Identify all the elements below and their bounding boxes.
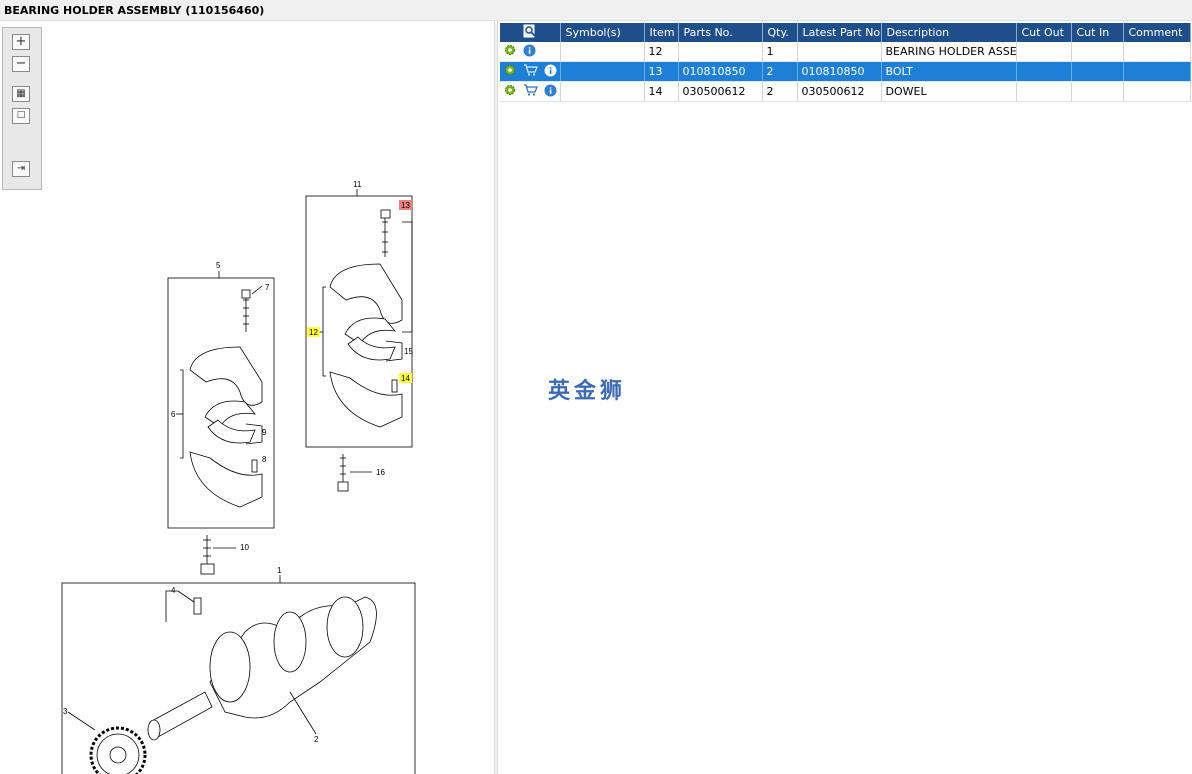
parts-table: Symbol(s) Item Parts No. Qty. Latest Par… xyxy=(500,23,1191,102)
column-header-tools[interactable] xyxy=(500,23,561,42)
cell-cut-in xyxy=(1071,42,1124,62)
callout-14[interactable]: 14 xyxy=(401,374,410,383)
actual-size-icon[interactable]: □ xyxy=(12,108,30,124)
row-actions xyxy=(500,81,561,102)
export-icon[interactable]: ⇥ xyxy=(12,161,30,177)
cell-item: 13 xyxy=(644,61,679,82)
callout-2: 2 xyxy=(314,735,319,744)
cell-description: DOWEL xyxy=(881,81,1017,102)
table-row[interactable]: 12 1 BEARING HOLDER ASSEMBLY xyxy=(500,42,1191,62)
cell-cut-in xyxy=(1071,81,1124,102)
gear-3[interactable] xyxy=(67,711,147,774)
cell-symbols xyxy=(560,81,645,102)
cell-qty: 2 xyxy=(762,81,798,102)
bolt-10[interactable] xyxy=(200,535,236,575)
bolt-13[interactable] xyxy=(380,209,391,257)
zoom-in-icon[interactable]: + xyxy=(12,34,30,50)
cell-latest-part-no xyxy=(797,42,882,62)
cell-item: 12 xyxy=(644,42,679,62)
cell-parts-no: 010810850 xyxy=(678,61,763,82)
info-icon[interactable] xyxy=(544,64,557,80)
cell-symbols xyxy=(560,42,645,62)
callout-12-highlight[interactable] xyxy=(307,327,320,337)
group-box-1 xyxy=(61,582,416,774)
window-title: BEARING HOLDER ASSEMBLY (110156460) xyxy=(4,4,265,17)
group-box-5 xyxy=(167,277,275,529)
info-icon[interactable] xyxy=(544,84,557,100)
cell-cut-out xyxy=(1016,42,1072,62)
cart-icon[interactable] xyxy=(523,64,538,79)
callout-7: 7 xyxy=(265,283,270,292)
column-header-latest-part-no[interactable]: Latest Part No. xyxy=(797,23,882,42)
row-actions xyxy=(500,61,561,82)
callout-14-highlight[interactable] xyxy=(399,373,412,383)
column-header-cut-in[interactable]: Cut In xyxy=(1071,23,1124,42)
crankshaft[interactable] xyxy=(147,596,377,741)
callout-11: 11 xyxy=(353,180,362,189)
info-icon[interactable] xyxy=(523,44,536,60)
settings-gear-icon[interactable] xyxy=(504,44,516,59)
column-header-qty[interactable]: Qty. xyxy=(762,23,798,42)
cell-comment xyxy=(1123,42,1191,62)
cell-cut-out xyxy=(1016,81,1072,102)
column-header-comment[interactable]: Comment xyxy=(1123,23,1191,42)
watermark-text: 英金狮 xyxy=(548,379,627,404)
callout-6: 6 xyxy=(171,410,176,419)
column-header-item[interactable]: Item xyxy=(644,23,679,42)
settings-gear-icon[interactable] xyxy=(504,84,516,99)
cell-cut-in xyxy=(1071,61,1124,82)
callout-13[interactable]: 13 xyxy=(401,201,410,210)
callout-12[interactable]: 12 xyxy=(309,328,318,337)
cell-latest-part-no: 030500612 xyxy=(797,81,882,102)
pane-splitter[interactable] xyxy=(494,21,498,774)
cell-parts-no: 030500612 xyxy=(678,81,763,102)
cell-comment xyxy=(1123,81,1191,102)
callout-16: 16 xyxy=(376,468,385,477)
cell-symbols xyxy=(560,61,645,82)
cell-item: 14 xyxy=(644,81,679,102)
column-header-symbols[interactable]: Symbol(s) xyxy=(560,23,645,42)
drawing-pane[interactable]: 5 11 7 6 9 8 15 16 10 1 4 3 2 13 12 14 +… xyxy=(0,21,494,774)
callout-10: 10 xyxy=(240,543,249,552)
callout-3: 3 xyxy=(63,707,68,716)
cell-description: BOLT xyxy=(881,61,1017,82)
cell-cut-out xyxy=(1016,61,1072,82)
bearing-holder-lower[interactable] xyxy=(189,451,263,508)
bearing-cap-upper[interactable] xyxy=(189,346,263,406)
zoom-out-icon[interactable]: − xyxy=(12,56,30,72)
column-header-cut-out[interactable]: Cut Out xyxy=(1016,23,1072,42)
callout-13-highlight[interactable] xyxy=(399,200,412,210)
bolt-16[interactable] xyxy=(337,454,372,492)
settings-gear-icon[interactable] xyxy=(504,64,516,79)
column-header-parts-no[interactable]: Parts No. xyxy=(678,23,763,42)
callout-labels: 5 11 7 6 9 8 15 16 10 1 4 3 2 xyxy=(63,180,413,744)
callout-5: 5 xyxy=(216,261,221,270)
cell-latest-part-no: 010810850 xyxy=(797,61,882,82)
row-actions xyxy=(500,42,561,62)
column-header-description[interactable]: Description xyxy=(881,23,1017,42)
cell-qty: 1 xyxy=(762,42,798,62)
dowel-4[interactable] xyxy=(193,597,202,615)
search-part-icon[interactable] xyxy=(522,24,538,38)
cart-icon[interactable] xyxy=(523,84,538,99)
cell-comment xyxy=(1123,61,1191,82)
callout-8: 8 xyxy=(262,455,267,464)
fit-all-icon[interactable]: ▦ xyxy=(12,86,30,102)
bolt-7[interactable] xyxy=(241,285,263,332)
cell-description: BEARING HOLDER ASSEMBLY xyxy=(881,42,1017,62)
table-row[interactable]: 14 030500612 2 030500612 DOWEL xyxy=(500,81,1191,102)
table-header-row: Symbol(s) Item Parts No. Qty. Latest Par… xyxy=(500,23,1191,42)
callout-1: 1 xyxy=(277,566,282,575)
title-bar: BEARING HOLDER ASSEMBLY (110156460) xyxy=(0,0,1192,21)
callout-9: 9 xyxy=(262,428,267,437)
cell-parts-no xyxy=(678,42,763,62)
callout-4: 4 xyxy=(171,586,176,595)
zoom-toolbox: + − ▦ □ ⇥ xyxy=(2,27,42,190)
parts-list-pane: Symbol(s) Item Parts No. Qty. Latest Par… xyxy=(498,21,1192,774)
table-row-selected[interactable]: 13 010810850 2 010810850 BOLT xyxy=(500,61,1191,82)
exploded-view-drawing[interactable]: 5 11 7 6 9 8 15 16 10 1 4 3 2 13 12 14 xyxy=(0,21,494,774)
callout-15: 15 xyxy=(404,347,413,356)
cell-qty: 2 xyxy=(762,61,798,82)
